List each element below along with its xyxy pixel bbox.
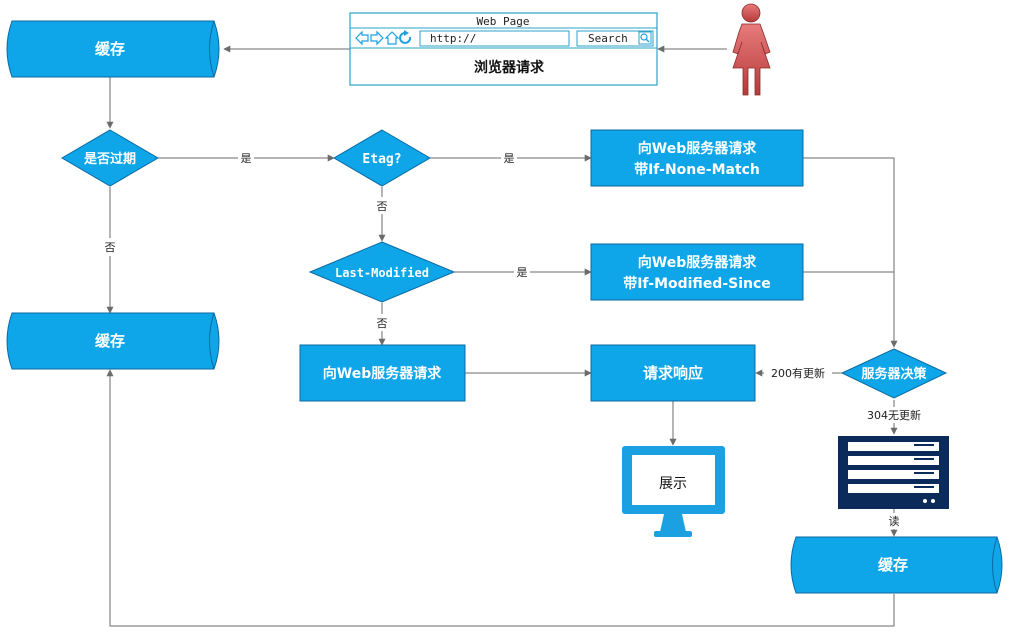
decision-etag-label: Etag?	[362, 152, 401, 167]
label-lastmod-yes: 是	[517, 266, 528, 279]
edge-labels: 是 否 是 否 是 否 200有更新 304无更新 读	[102, 150, 932, 529]
label-status-200: 200有更新	[771, 366, 825, 380]
box-request-if-modified-since: 向Web服务器请求 带If-Modified-Since	[590, 243, 804, 301]
box-request-if-none-match-line1: 向Web服务器请求	[638, 140, 757, 157]
display-label: 展示	[659, 476, 687, 492]
decision-last-modified-label: Last-Modified	[335, 266, 429, 280]
url-text: http://	[430, 32, 476, 45]
label-expired-yes: 是	[241, 152, 252, 165]
decision-is-expired: 是否过期	[61, 129, 159, 187]
box-request-if-none-match: 向Web服务器请求 带If-None-Match	[590, 129, 804, 187]
label-status-304: 304无更新	[867, 408, 921, 422]
cache-mid-label: 缓存	[95, 332, 125, 350]
box-request-plain: 向Web服务器请求	[299, 344, 466, 402]
box-response: 请求响应	[590, 344, 756, 402]
decision-last-modified: Last-Modified	[308, 241, 456, 303]
cache-mid: 缓存	[6, 312, 220, 370]
decision-is-expired-label: 是否过期	[83, 151, 136, 167]
decision-server-label: 服务器决策	[861, 366, 927, 382]
back-arrow-icon[interactable]	[355, 30, 369, 46]
browser-window: Web Page http:// Search 浏览器请求	[349, 12, 658, 86]
search-icon	[638, 31, 652, 45]
server-icon	[838, 436, 949, 509]
monitor-icon: 展示	[622, 446, 725, 537]
forward-arrow-icon[interactable]	[370, 30, 384, 46]
box-request-if-none-match-line2: 带If-None-Match	[634, 162, 760, 178]
cache-bottom: 缓存	[790, 536, 1003, 594]
label-expired-no: 否	[105, 241, 116, 254]
label-lastmod-no: 否	[377, 317, 388, 330]
search-button[interactable]: Search	[576, 30, 654, 47]
box-request-plain-label: 向Web服务器请求	[323, 365, 442, 382]
cache-top-label: 缓存	[95, 40, 125, 58]
refresh-icon[interactable]	[399, 30, 412, 44]
cache-top: 缓存	[6, 20, 220, 78]
edge-none-match-to-decision	[803, 157, 898, 348]
browser-caption: 浏览器请求	[474, 59, 545, 76]
decision-server: 服务器决策	[840, 348, 948, 399]
label-etag-yes: 是	[504, 152, 515, 165]
box-request-if-modified-since-line2: 带If-Modified-Since	[623, 276, 771, 292]
box-request-if-modified-since-line1: 向Web服务器请求	[638, 254, 757, 271]
url-input[interactable]: http://	[419, 30, 570, 47]
home-icon[interactable]	[384, 31, 400, 45]
decision-etag: Etag?	[333, 129, 431, 187]
label-read: 读	[889, 514, 900, 528]
box-response-label: 请求响应	[643, 364, 703, 382]
cache-bottom-label: 缓存	[878, 556, 908, 574]
browser-title: Web Page	[477, 15, 530, 28]
user-icon	[732, 3, 771, 96]
search-label: Search	[588, 32, 628, 45]
label-etag-no: 否	[377, 200, 388, 213]
edge-cache-bottom-to-cache-mid	[106, 369, 895, 627]
